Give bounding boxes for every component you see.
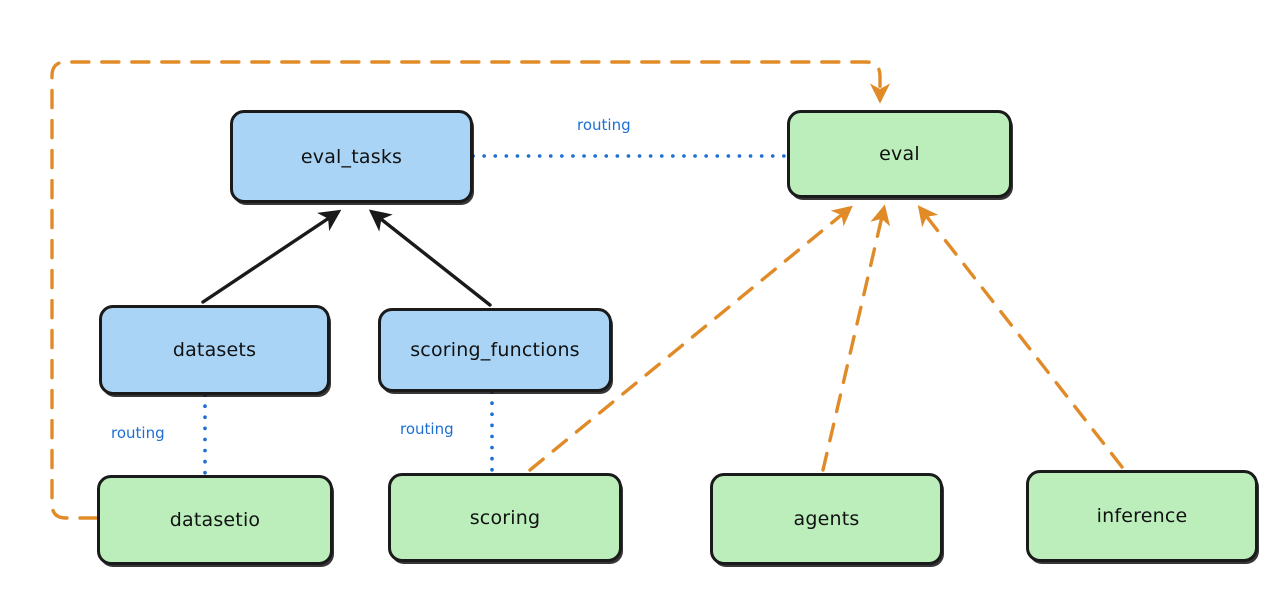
node-label: scoring [469, 506, 541, 529]
node-eval_tasks[interactable]: eval_tasks [230, 110, 473, 203]
edge-label-routing-datasets-datasetio: routing [111, 424, 165, 442]
node-label: eval_tasks [300, 145, 403, 168]
node-eval[interactable]: eval [787, 110, 1012, 198]
node-scoring_functions[interactable]: scoring_functions [378, 308, 612, 392]
node-label: inference [1096, 505, 1188, 527]
node-scoring[interactable]: scoring [388, 473, 622, 562]
node-label: datasets [172, 339, 257, 361]
edge-agents-eval [821, 204, 891, 472]
edge-label-routing-scoring_functions-scoring: routing [400, 420, 454, 438]
node-label: scoring_functions [410, 339, 580, 361]
edge-scoring_functions-eval_tasks [368, 209, 492, 307]
node-label: eval [879, 143, 920, 165]
edge-label-routing-eval_tasks-eval: routing [577, 116, 631, 134]
node-agents[interactable]: agents [710, 473, 943, 565]
node-inference[interactable]: inference [1026, 470, 1258, 562]
node-datasetio[interactable]: datasetio [97, 475, 333, 565]
node-label: datasetio [169, 509, 261, 531]
edge-datasets-eval_tasks [201, 209, 342, 304]
edge-inference-eval [917, 205, 1124, 469]
node-datasets[interactable]: datasets [99, 305, 330, 395]
node-label: agents [793, 508, 860, 530]
